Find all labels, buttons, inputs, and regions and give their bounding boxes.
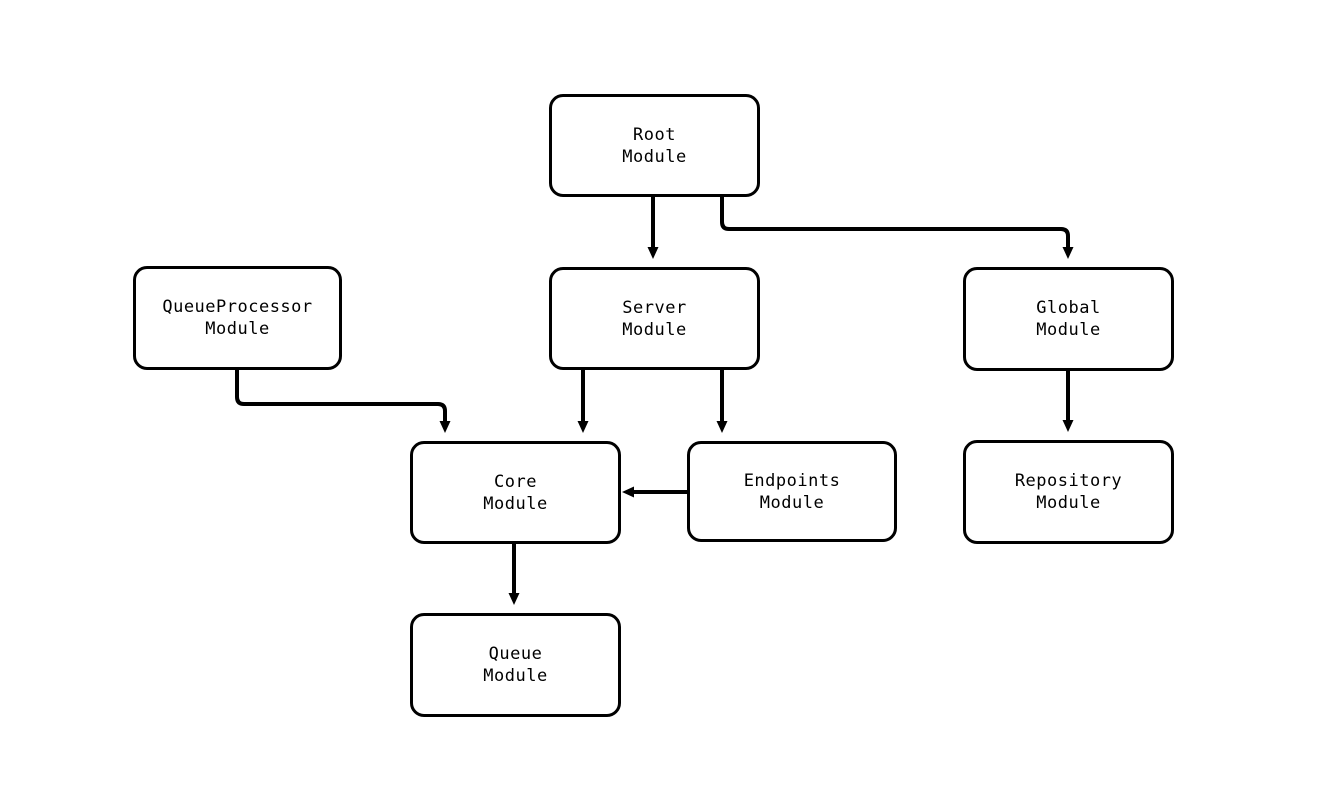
node-queueprocessor-module-line2: Module	[205, 319, 270, 339]
edge-root-to-server	[647, 197, 659, 259]
node-repository-module-line1: Repository	[1014, 471, 1123, 491]
node-endpoints-module-line1: Endpoints	[743, 470, 841, 491]
node-queueprocessor-module-line1: QueueProcessor	[162, 297, 313, 317]
node-repository-module[interactable]: Repository Module	[963, 440, 1174, 544]
node-core-module-line1: Core	[494, 471, 537, 492]
node-core-module-line2: Module	[483, 493, 548, 514]
edge-global-to-repository	[1062, 371, 1074, 432]
node-server-module-line1: Server	[622, 297, 687, 318]
node-server-module-line2: Module	[622, 319, 687, 340]
node-endpoints-module-line2: Module	[759, 492, 825, 513]
node-core-module[interactable]: Core Module	[410, 441, 621, 544]
node-endpoints-module[interactable]: Endpoints Module	[687, 441, 897, 542]
node-root-module-line2: Module	[622, 146, 687, 167]
edge-server-to-endpoints	[716, 370, 728, 433]
node-global-module[interactable]: Global Module	[963, 267, 1174, 371]
edge-core-to-queue	[508, 544, 520, 605]
node-repository-module-line2: Module	[1036, 493, 1101, 513]
node-queue-module-line2: Module	[483, 666, 548, 686]
node-queueprocessor-module[interactable]: QueueProcessor Module	[133, 266, 342, 370]
edge-endpoints-to-core	[622, 486, 687, 498]
node-global-module-line1: Global	[1036, 298, 1101, 318]
node-queue-module[interactable]: Queue Module	[410, 613, 621, 717]
node-global-module-line2: Module	[1036, 320, 1101, 340]
edge-root-to-global	[720, 197, 1074, 259]
edge-server-to-core	[577, 370, 589, 433]
node-root-module[interactable]: Root Module	[549, 94, 760, 197]
node-queue-module-line1: Queue	[488, 644, 543, 664]
node-root-module-line1: Root	[633, 124, 676, 145]
edge-queueprocessor-to-core	[235, 370, 451, 433]
node-server-module[interactable]: Server Module	[549, 267, 760, 370]
